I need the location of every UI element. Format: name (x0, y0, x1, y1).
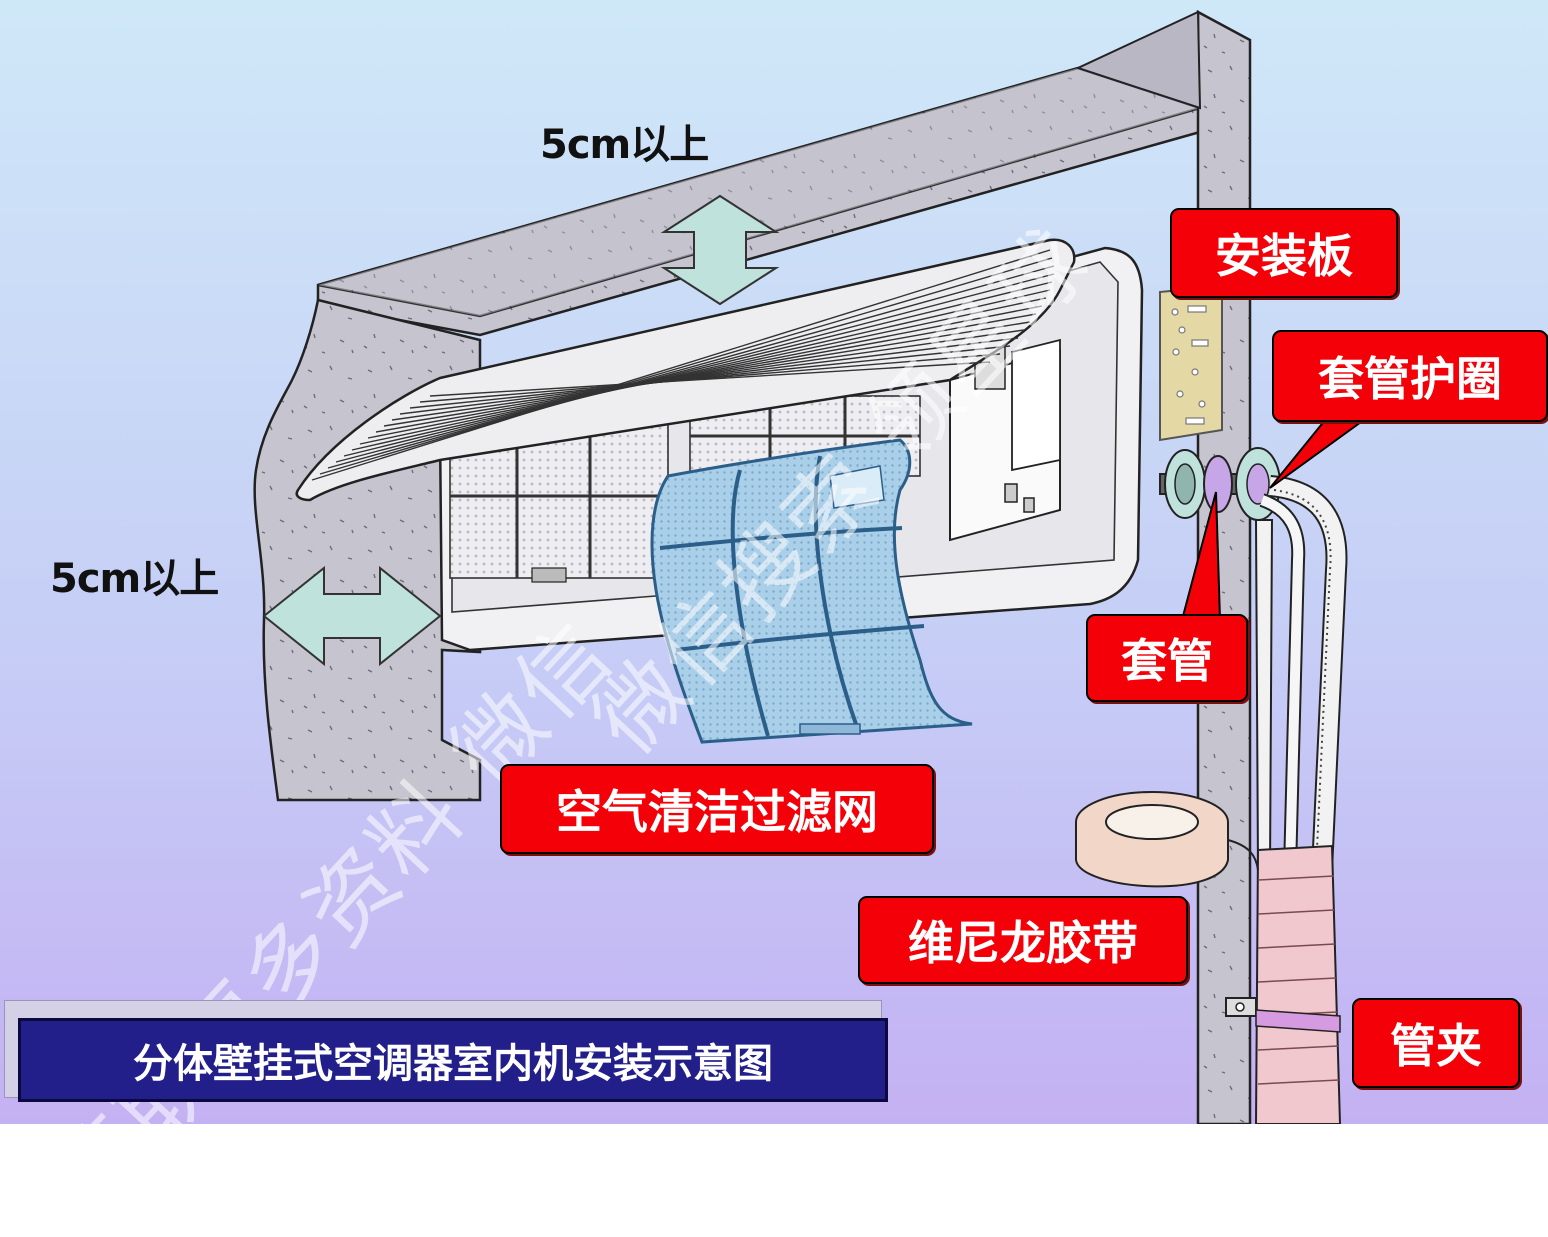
sleeve-callout: 套管 (1086, 614, 1248, 702)
vinyl-tape-callout: 维尼龙胶带 (858, 896, 1188, 984)
pipe-clamp-callout: 管夹 (1352, 998, 1520, 1088)
air-filter-callout: 空气清洁过滤网 (500, 764, 934, 854)
sleeve-ring-callout: 套管护圈 (1272, 330, 1548, 422)
side-clearance-label: 5cm以上 (50, 556, 219, 602)
diagram-title: 分体壁挂式空调器室内机安装示意图 (18, 1018, 888, 1102)
installation-diagram (0, 0, 1548, 1124)
top-clearance-arrow (660, 194, 780, 306)
air-filter (650, 438, 973, 744)
top-clearance-label: 5cm以上 (540, 122, 709, 168)
ceiling-wall (316, 66, 1205, 337)
wall-sleeve (1159, 447, 1281, 521)
mounting-plate-callout: 安装板 (1170, 208, 1398, 298)
front-grille (295, 238, 1076, 502)
pipe-clamp (1225, 997, 1341, 1033)
side-clearance-arrow (262, 565, 442, 667)
vinyl-tape (1075, 791, 1342, 1124)
mounting-plate (1159, 284, 1223, 442)
